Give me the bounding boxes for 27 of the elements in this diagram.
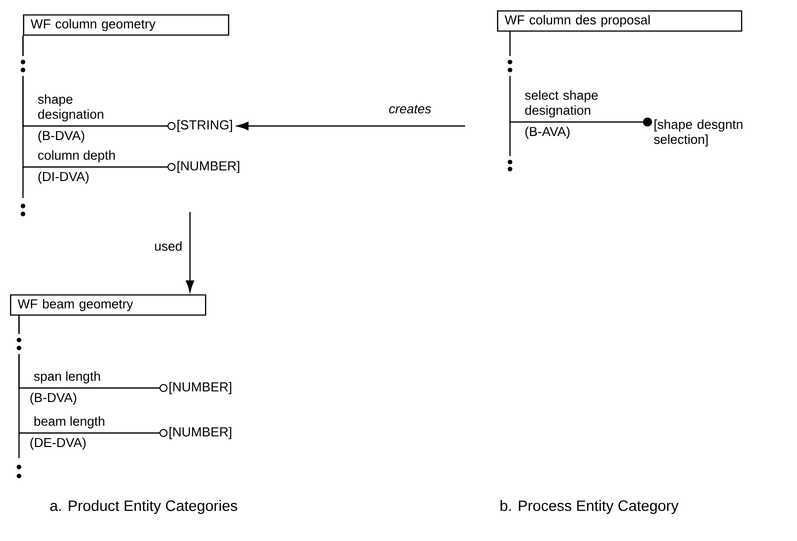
value-type-text: [NUMBER] (170, 426, 232, 440)
role-label: (B-DVA) (38, 130, 84, 143)
attribute-name: select shape designation (524, 90, 598, 118)
edge-label: creates (389, 104, 432, 114)
attribute-line (22, 36, 176, 171)
entity-box: WF column geometry (23, 14, 230, 36)
value-type-text: [STRING] (178, 120, 232, 132)
attribute-line (509, 32, 652, 126)
entity-box: WF beam geometry (10, 294, 206, 316)
attribute-name: span length (34, 371, 100, 384)
value-type-text: [NUMBER] (170, 382, 232, 394)
attribute-name: beam length (34, 416, 104, 428)
caption: b. Process Entity Category (500, 500, 679, 514)
value-type-text: [NUMBER] (178, 160, 240, 174)
caption: a. Product Entity Categories (50, 500, 238, 514)
arrow (186, 212, 194, 292)
role-label: (B-AVA) (525, 126, 570, 139)
attribute-name: shape designation (38, 94, 104, 122)
value-type-text: [shape desgntn selection] (654, 119, 742, 147)
entity-box: WF column des proposal (497, 10, 742, 32)
role-label: (DI-DVA) (38, 172, 89, 184)
attribute-line (18, 316, 168, 437)
edge-label: used (155, 241, 182, 251)
role-label: (DE-DVA) (30, 438, 86, 450)
attribute-name: column depth (38, 150, 115, 162)
role-label: (B-DVA) (30, 392, 76, 405)
arrow (236, 122, 465, 130)
